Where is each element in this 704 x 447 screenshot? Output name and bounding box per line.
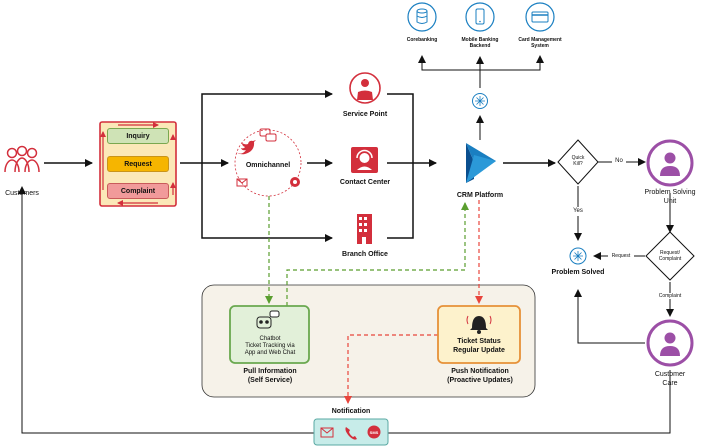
pull-information-label: Pull Information (Self Service)	[243, 368, 297, 384]
request-complaint-label: Request/ Complaint	[658, 250, 682, 262]
edge-to-card-management	[480, 55, 544, 71]
dynamics-icon	[466, 143, 496, 183]
contact-center-label: Contact Center	[339, 179, 391, 186]
customer-care-label: Customer Care	[654, 371, 686, 387]
branch-office-label: Branch Office	[342, 251, 388, 258]
email-icon	[236, 178, 248, 187]
quick-kill-diamond	[557, 139, 599, 185]
complaint-box: Complaint	[107, 183, 169, 199]
robot-icon	[256, 310, 280, 329]
edge-to-branch-office	[201, 163, 333, 242]
notification-label: Notification	[331, 408, 371, 415]
person-icon	[349, 72, 381, 104]
people-icon	[4, 145, 40, 173]
quick-kill-label: Quick Kill?	[571, 155, 585, 167]
edge-chatbot-to-crm	[286, 202, 469, 306]
sms-icon: SMS	[367, 425, 381, 439]
inquiry-box: Inquiry	[107, 128, 169, 144]
twitter-icon	[236, 140, 256, 155]
card-management-label: Card Management System	[518, 37, 562, 49]
ticket-status-box	[437, 305, 521, 364]
omnichannel-ring	[234, 129, 302, 197]
service-point-label: Service Point	[342, 111, 388, 118]
request-edge-label: Request	[608, 253, 634, 259]
svg-text:SMS: SMS	[370, 430, 379, 435]
ticket-status-label: Ticket Status Regular Update	[453, 338, 505, 354]
email-icon	[320, 427, 334, 438]
omnichannel-label: Omnichannel	[245, 162, 291, 169]
request-box: Request	[107, 156, 169, 172]
problem-solving-unit-icon	[646, 139, 694, 187]
crm-platform-label: CRM Platform	[456, 192, 504, 199]
problem-solved-icon	[569, 247, 587, 265]
chatbot-title: Chatbot	[259, 336, 281, 342]
yes-edge-label: Yes	[570, 207, 586, 216]
building-icon	[357, 214, 372, 244]
headset-icon	[351, 147, 378, 173]
complaint-edge-label: Complaint	[652, 293, 688, 299]
chatbot-description: Ticket Tracking via App and Web Chat	[244, 343, 296, 356]
customer-care-icon	[646, 319, 694, 367]
push-notification-label: Push Notification (Proactive Updates)	[447, 368, 513, 384]
edge-care-to-solved	[574, 289, 645, 344]
edge-ticket-to-notification	[344, 334, 438, 404]
database-icon	[407, 2, 437, 32]
edge-to-corebanking	[418, 55, 480, 71]
no-edge-label: No	[612, 157, 626, 166]
sparkle-icon	[472, 93, 488, 109]
customers-label: Customers	[5, 190, 39, 197]
corebanking-label: Corebanking	[406, 37, 438, 43]
problem-solving-unit-label: Problem Solving Unit	[644, 189, 696, 205]
edge-service-point-out	[387, 93, 414, 163]
bell-icon	[466, 315, 492, 334]
notification-strip	[313, 418, 389, 446]
card-icon	[525, 2, 555, 32]
web-icon	[290, 177, 300, 187]
chat-bubbles-icon	[259, 128, 277, 142]
mobile-banking-label: Mobile Banking Backend	[461, 37, 499, 49]
problem-solved-label: Problem Solved	[551, 269, 605, 276]
phone-icon	[345, 427, 357, 440]
edge-branch-office-out	[387, 163, 414, 239]
request-complaint-diamond	[645, 231, 695, 281]
mobile-icon	[465, 2, 495, 32]
edge-to-service-point	[201, 90, 333, 163]
chatbot-box	[229, 305, 310, 364]
